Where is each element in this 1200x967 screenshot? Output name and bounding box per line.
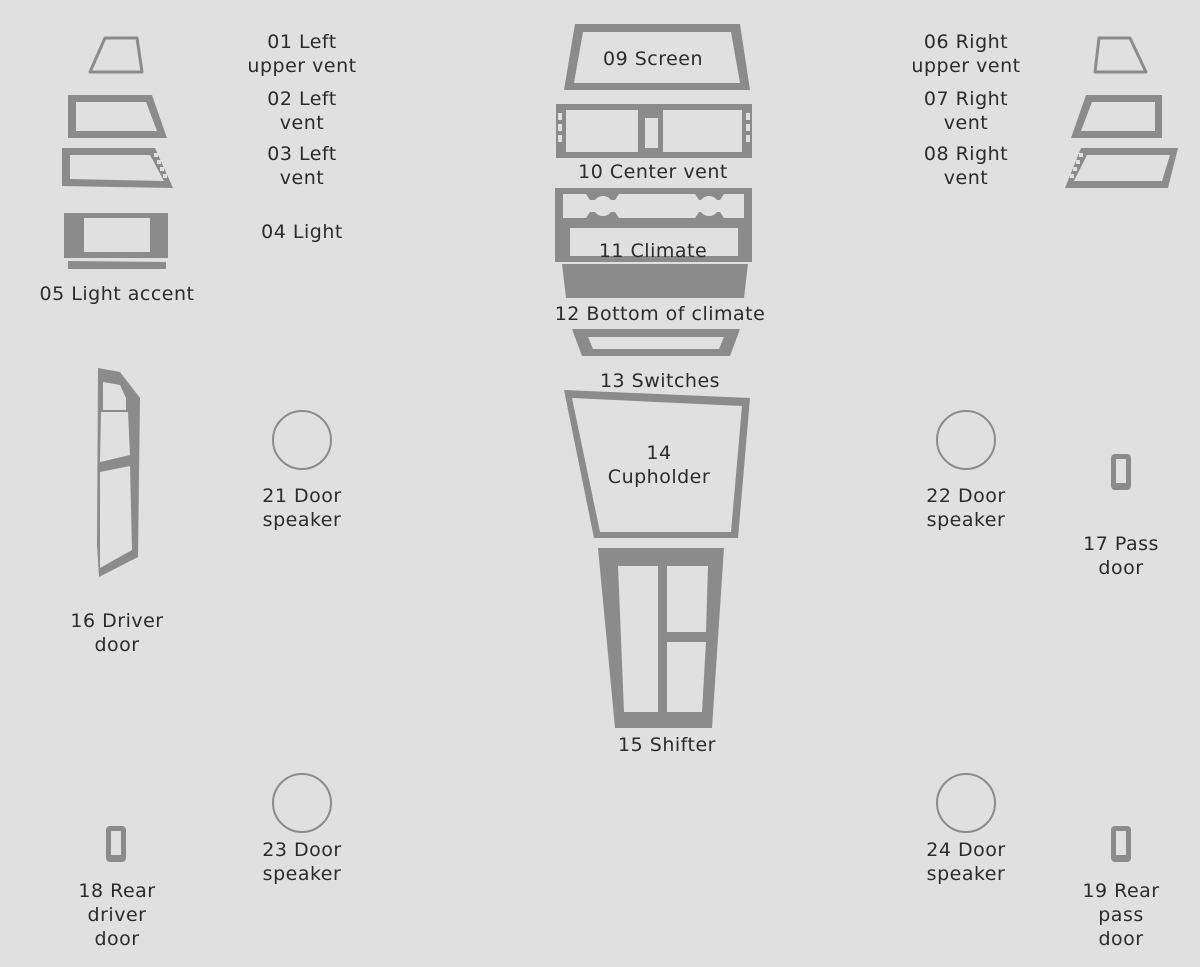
screen-part[interactable] bbox=[564, 24, 750, 90]
label-light-accent: 05 Light accent bbox=[39, 283, 195, 305]
switches-part[interactable] bbox=[572, 329, 740, 356]
left-vent-03-part[interactable] bbox=[62, 148, 173, 188]
left-upper-vent-part[interactable] bbox=[88, 36, 144, 74]
driver-door-part[interactable] bbox=[97, 368, 140, 577]
rear-pass-door-cutout bbox=[1116, 831, 1126, 855]
pass-door-cutout bbox=[1116, 459, 1126, 483]
label-center-vent: 10 Center vent bbox=[578, 161, 728, 183]
door-speaker-22-part[interactable] bbox=[936, 410, 996, 470]
door-speaker-21-part[interactable] bbox=[272, 410, 332, 470]
door-speaker-23-part[interactable] bbox=[272, 773, 332, 833]
shifter-part[interactable] bbox=[598, 548, 724, 728]
bottom-of-climate-part[interactable] bbox=[562, 264, 748, 298]
label-climate: 11 Climate bbox=[598, 240, 708, 262]
cupholder-part[interactable] bbox=[564, 390, 750, 538]
climate-knob-right bbox=[699, 196, 719, 216]
right-upper-vent-part[interactable] bbox=[1093, 36, 1148, 74]
left-vent-03-slots bbox=[154, 153, 167, 178]
center-vent-part[interactable] bbox=[556, 104, 752, 158]
label-screen: 09 Screen bbox=[602, 48, 704, 70]
left-vent-02-part[interactable] bbox=[68, 95, 167, 138]
rear-driver-door-cutout bbox=[111, 831, 121, 855]
climate-part[interactable] bbox=[555, 188, 752, 262]
right-vent-08-slots bbox=[1070, 153, 1083, 178]
climate-knob-left bbox=[593, 196, 613, 216]
label-bottom-of-climate: 12 Bottom of climate bbox=[554, 303, 766, 325]
light-accent-part[interactable] bbox=[68, 261, 166, 269]
light-part[interactable] bbox=[64, 213, 168, 258]
label-switches: 13 Switches bbox=[599, 370, 721, 392]
door-speaker-24-part[interactable] bbox=[936, 773, 996, 833]
right-vent-07-part[interactable] bbox=[1071, 95, 1162, 138]
right-vent-08-part[interactable] bbox=[1065, 148, 1178, 188]
center-vent-slots bbox=[558, 113, 750, 142]
label-light: 04 Light bbox=[261, 221, 343, 243]
label-shifter: 15 Shifter bbox=[618, 734, 716, 756]
